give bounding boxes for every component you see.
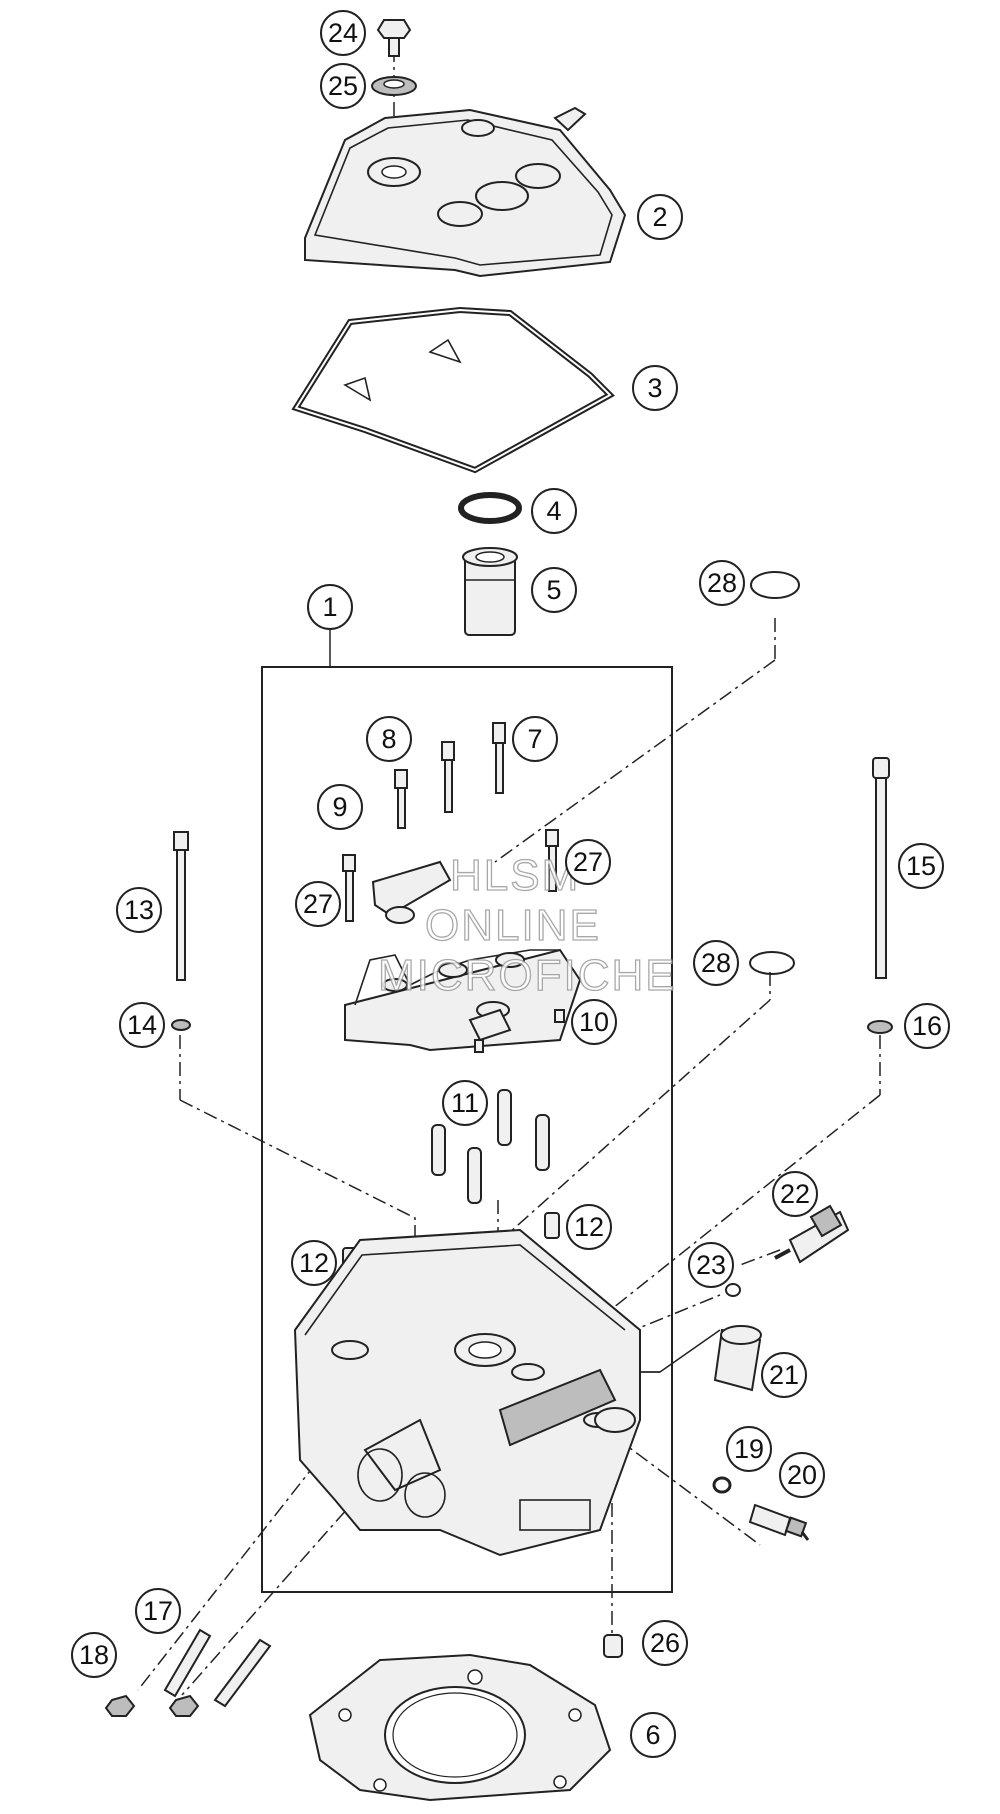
- callout-9-label: 9: [332, 792, 347, 822]
- callout-25-label: 25: [328, 71, 358, 101]
- callout-9: 9: [317, 784, 363, 830]
- callout-23: 23: [688, 1242, 734, 1288]
- part-19-washer: [712, 1476, 732, 1494]
- callout-28-mid-label: 28: [701, 948, 731, 978]
- part-25-seal-ring: [371, 76, 417, 96]
- callout-12-a: 12: [291, 1240, 337, 1286]
- callouts: 24 25 2 3 4 5 28 1 8 7 9 27 27 13 15 28 …: [71, 10, 950, 1758]
- callout-10: 10: [571, 999, 617, 1045]
- watermark-line-2: ONLINE: [425, 901, 601, 950]
- callout-12-b: 12: [566, 1204, 612, 1250]
- callout-2: 2: [637, 194, 683, 240]
- callout-7: 7: [512, 716, 558, 762]
- callout-2-label: 2: [652, 202, 667, 232]
- part-26-dowel: [603, 1634, 623, 1658]
- callout-7-label: 7: [527, 724, 542, 754]
- callout-17-label: 17: [143, 1596, 173, 1626]
- watermark: HLSM ONLINE MICROFICHE: [377, 850, 677, 1000]
- callout-26-label: 26: [650, 1628, 680, 1658]
- part-11-valve-guides: [431, 1089, 550, 1204]
- watermark-line-3: MICROFICHE: [378, 951, 677, 1000]
- callout-11: 11: [442, 1080, 488, 1126]
- callout-1: 1: [307, 584, 353, 630]
- callout-8: 8: [366, 716, 412, 762]
- callout-27-b: 27: [295, 881, 341, 927]
- part-cylinder-head: [293, 1228, 641, 1557]
- callout-27-b-label: 27: [303, 889, 333, 919]
- callout-18: 18: [71, 1632, 117, 1678]
- part-17-studs: [163, 1628, 272, 1708]
- callout-24: 24: [320, 10, 366, 56]
- callout-28-mid: 28: [693, 940, 739, 986]
- cylinder-head-group-frame: [261, 628, 673, 1593]
- callout-20: 20: [779, 1452, 825, 1498]
- callout-26: 26: [642, 1620, 688, 1666]
- part-14-washer: [171, 1019, 191, 1031]
- part-21-sleeve: [713, 1325, 762, 1392]
- callout-21: 21: [761, 1352, 807, 1398]
- part-15-long-bolt: [872, 757, 890, 979]
- callout-27-a-label: 27: [573, 847, 603, 877]
- part-28-oring-top: [750, 571, 800, 599]
- callout-28-top: 28: [699, 560, 745, 606]
- callout-14: 14: [119, 1002, 165, 1048]
- callout-13: 13: [116, 887, 162, 933]
- part-5-sleeve: [462, 547, 518, 636]
- callout-1-label: 1: [322, 592, 337, 622]
- callout-22: 22: [772, 1171, 818, 1217]
- callout-8-label: 8: [381, 724, 396, 754]
- callout-19-label: 19: [734, 1434, 764, 1464]
- callout-14-label: 14: [127, 1010, 157, 1040]
- watermark-line-1: HLSM: [450, 851, 580, 900]
- callout-22-label: 22: [780, 1179, 810, 1209]
- callout-16: 16: [904, 1003, 950, 1049]
- part-16-washer: [867, 1020, 893, 1034]
- callout-28-top-label: 28: [707, 568, 737, 598]
- callout-11-label: 11: [451, 1088, 479, 1118]
- callout-3: 3: [632, 365, 678, 411]
- callout-4: 4: [531, 488, 577, 534]
- callout-5-label: 5: [546, 575, 561, 605]
- callout-12-b-label: 12: [574, 1212, 604, 1242]
- callout-12-a-label: 12: [299, 1248, 329, 1278]
- callout-20-label: 20: [787, 1460, 817, 1490]
- part-3-gasket: [291, 306, 615, 474]
- callout-6-label: 6: [645, 1720, 660, 1750]
- callout-24-label: 24: [328, 18, 358, 48]
- part-13-long-bolt: [173, 831, 189, 981]
- part-22-sensor: [774, 1204, 850, 1264]
- callout-21-label: 21: [769, 1360, 799, 1390]
- part-24-screw: [376, 19, 412, 57]
- callout-15-label: 15: [906, 851, 936, 881]
- callout-23-label: 23: [696, 1250, 726, 1280]
- callout-15: 15: [898, 843, 944, 889]
- callout-19: 19: [726, 1426, 772, 1472]
- part-28-oring-mid: [749, 951, 795, 975]
- callout-3-label: 3: [647, 373, 662, 403]
- part-7-8-bolts: [342, 722, 559, 922]
- callout-27-a: 27: [565, 839, 611, 885]
- part-18-nuts: [104, 1694, 200, 1717]
- part-camshaft-carrier: [344, 948, 582, 1053]
- callout-16-label: 16: [912, 1011, 942, 1041]
- callout-13-label: 13: [124, 895, 154, 925]
- callout-6: 6: [630, 1712, 676, 1758]
- part-4-oring: [458, 492, 522, 524]
- callout-5: 5: [531, 567, 577, 613]
- callout-4-label: 4: [546, 496, 561, 526]
- callout-17: 17: [135, 1588, 181, 1634]
- part-6-head-gasket: [308, 1653, 612, 1802]
- part-9-bracket: [371, 860, 452, 924]
- part-23-ring: [725, 1283, 741, 1297]
- callout-10-label: 10: [579, 1007, 609, 1037]
- part-2-valve-cover: [304, 106, 627, 278]
- part-20-sensor: [748, 1503, 810, 1541]
- callout-25: 25: [320, 63, 366, 109]
- callout-18-label: 18: [79, 1640, 109, 1670]
